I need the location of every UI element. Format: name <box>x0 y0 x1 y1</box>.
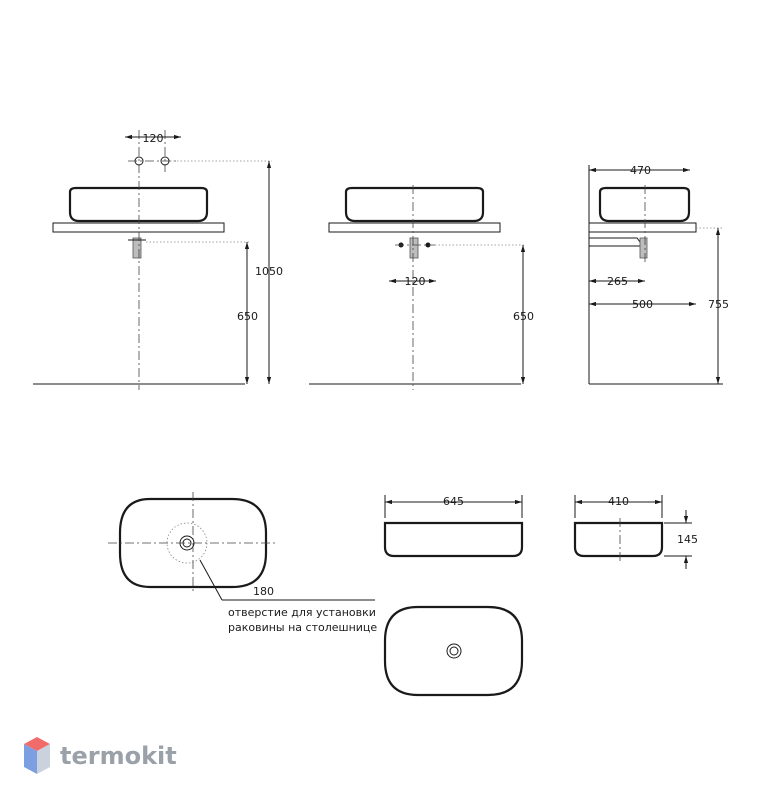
dim-bowl-length: 645 <box>443 495 464 508</box>
front-view-wall-faucet: 120 1050 650 <box>33 130 283 390</box>
drain-outer-2 <box>446 643 462 659</box>
dim-height-650-a: 650 <box>237 310 258 323</box>
dim-height-650-b: 650 <box>513 310 534 323</box>
dim-side-bowl-width: 470 <box>630 164 651 177</box>
leader-line <box>199 559 223 601</box>
front-elevation-645: 645 <box>383 495 524 558</box>
drain-siphon-2 <box>409 237 419 259</box>
countertop <box>52 222 225 233</box>
logo-cube-right <box>37 744 50 774</box>
basin-top-2 <box>383 605 524 697</box>
dim-bowl-depth: 410 <box>608 495 629 508</box>
note-line-1: отверстие для установки <box>228 606 376 619</box>
drain-inner-2 <box>449 646 459 656</box>
basin-side-elevation <box>573 521 664 558</box>
basin-side <box>598 186 691 223</box>
basin-front <box>68 186 209 223</box>
dim-side-height: 755 <box>708 298 729 311</box>
dim-bowl-height: 145 <box>677 533 698 546</box>
dim-drain-spacing: 120 <box>405 275 426 288</box>
front-view-drain: 120 650 <box>309 185 534 390</box>
dim-faucet-spacing: 120 <box>143 132 164 145</box>
top-view-plain <box>383 605 524 697</box>
termokit-watermark: termokit <box>24 737 177 774</box>
basin-front-2 <box>344 186 485 223</box>
siphon-side <box>639 237 648 259</box>
note-line-2: раковины на столешнице <box>228 621 377 634</box>
siphon-pipe-side <box>589 237 644 247</box>
basin-elevation <box>383 521 524 558</box>
dim-side-drain-offset: 265 <box>607 275 628 288</box>
countertop-side <box>588 222 697 233</box>
side-elevation-410: 410 145 <box>573 495 698 569</box>
dim-total-height: 1050 <box>255 265 283 278</box>
basin-top <box>118 497 268 589</box>
dim-top-hole: 180 <box>253 585 274 598</box>
side-view: 470 265 500 755 <box>588 164 729 385</box>
brand-name: termokit <box>60 742 177 770</box>
drain-siphon <box>132 237 142 259</box>
logo-cube-left <box>24 744 37 774</box>
dim-side-wall-distance: 500 <box>632 298 653 311</box>
countertop-2 <box>328 222 501 233</box>
drain-point-right <box>425 242 431 248</box>
top-view-hole: 180 отверстие для установки раковины на … <box>108 492 377 634</box>
